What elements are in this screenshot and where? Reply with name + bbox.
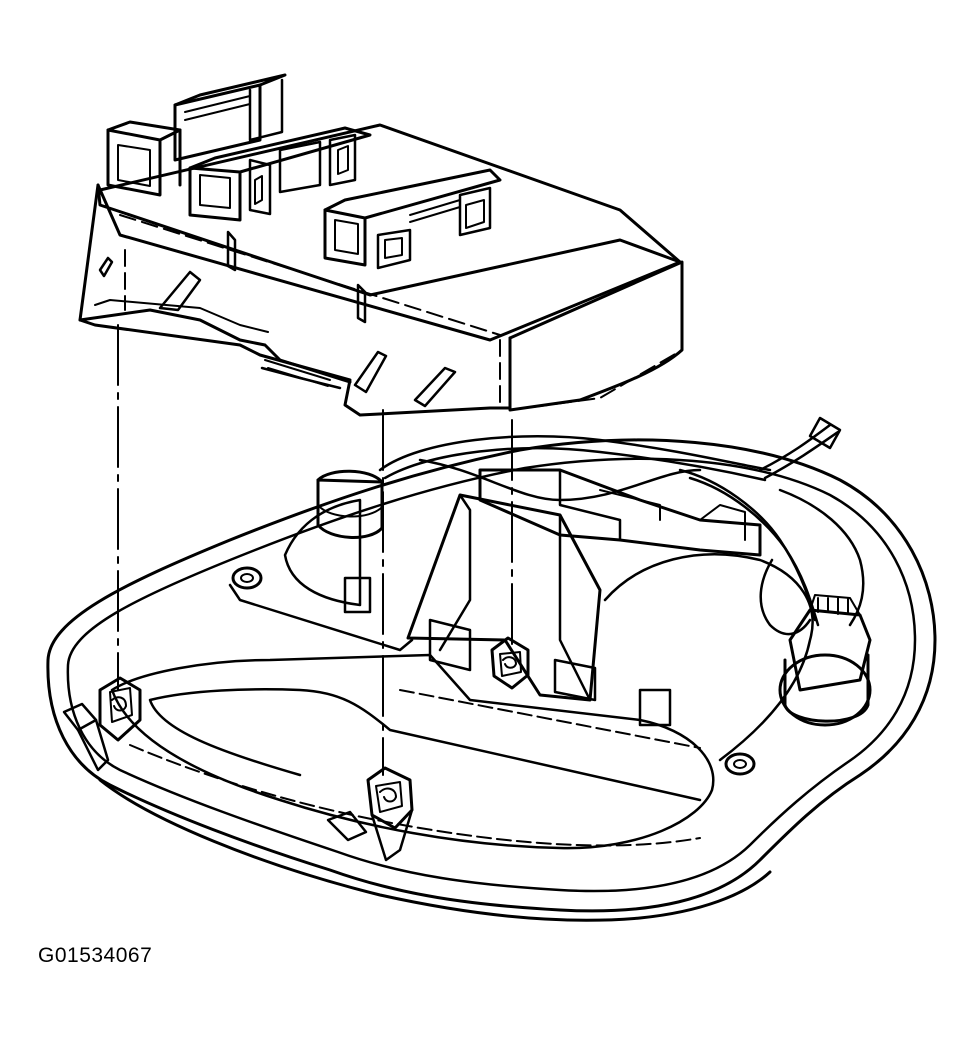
base-housing — [48, 418, 935, 920]
wire-connector-tab — [810, 418, 840, 448]
connector-block-1 — [108, 122, 180, 195]
wire-harness — [380, 425, 863, 634]
screw-boss-left — [233, 568, 261, 588]
bulb-socket-left — [318, 471, 382, 537]
lamp-lens-right — [605, 554, 813, 760]
module-left-face — [80, 185, 510, 415]
connector-block-4 — [325, 170, 500, 268]
retaining-clip-left — [64, 678, 140, 770]
slot-1 — [228, 232, 235, 270]
gusset-1 — [160, 272, 200, 310]
switch-housing — [345, 495, 670, 725]
connector-block-2 — [175, 75, 285, 160]
module-dash-edge-1 — [120, 215, 500, 335]
figure-id-label: G01534067 — [38, 944, 153, 967]
base-trim-dashed — [130, 745, 700, 845]
alignment-lines — [118, 325, 512, 775]
module-flange — [80, 310, 350, 382]
module-flange-inner — [95, 300, 268, 332]
lamp-lens-left — [285, 500, 360, 605]
module-front-face — [510, 262, 682, 410]
base-trim-dashed-2 — [400, 690, 700, 748]
base-pocket — [150, 689, 700, 800]
base-bottom-lip — [100, 780, 770, 920]
control-module — [80, 75, 682, 415]
center-cavity — [480, 470, 760, 555]
gusset-4 — [100, 258, 112, 276]
screw-boss-right — [726, 754, 754, 774]
module-top-face — [98, 185, 680, 340]
rib-lines — [265, 360, 330, 386]
module-dash-edge-4 — [510, 350, 682, 410]
retaining-clip-front — [328, 768, 412, 860]
base-outer-rim — [48, 440, 935, 911]
base-inner-rim — [68, 459, 915, 891]
lower-plate — [230, 585, 412, 650]
bulb-socket-right — [780, 595, 870, 725]
connector-block-3 — [190, 128, 370, 220]
gusset-3 — [415, 368, 455, 406]
base-inner-floor — [112, 655, 713, 848]
gusset-2 — [355, 352, 386, 392]
module-top-edge — [100, 125, 680, 262]
retaining-clip-center — [492, 638, 528, 688]
slot-2 — [358, 285, 365, 322]
